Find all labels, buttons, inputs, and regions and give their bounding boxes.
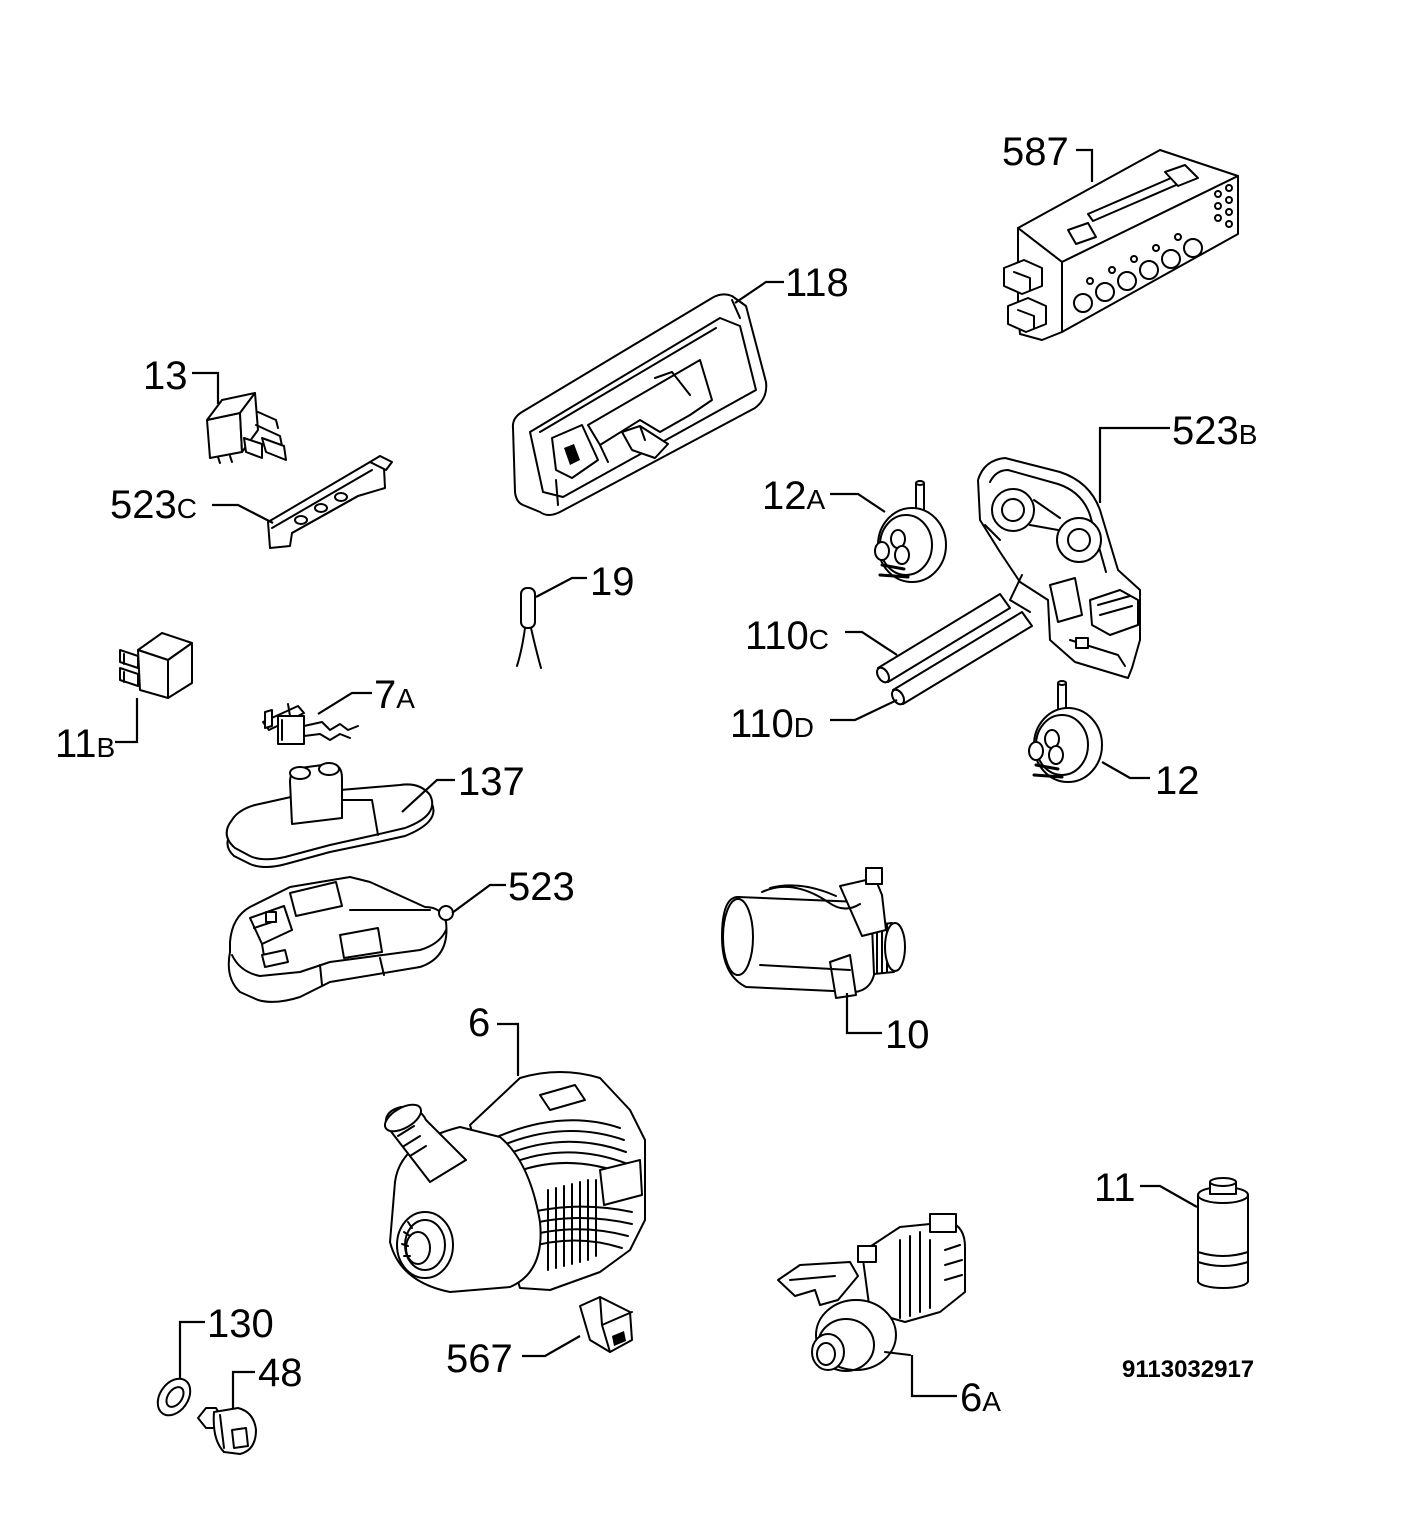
- part-523-housing: [227, 876, 454, 1003]
- leader-523C: [212, 503, 274, 524]
- callout-13: 13: [143, 354, 188, 398]
- part-523C-bracket: [267, 455, 393, 549]
- leader-6: [497, 1022, 520, 1076]
- callout-10: 10: [885, 1013, 930, 1057]
- callout-number: 12: [1155, 759, 1200, 803]
- callout-number: 11: [1094, 1166, 1136, 1210]
- callout-number: 587: [1002, 130, 1069, 174]
- part-6-circulation-pump: [383, 1071, 646, 1293]
- leader-130: [178, 1320, 205, 1378]
- leader-118: [734, 280, 784, 304]
- leader-523: [451, 883, 506, 914]
- leader-137: [401, 778, 455, 813]
- leader-523B: [1098, 426, 1170, 503]
- part-118-dispenser: [511, 293, 768, 516]
- leader-11: [1140, 1184, 1198, 1208]
- part-11B-relay: [119, 632, 193, 699]
- part-19-sensor: [516, 587, 542, 669]
- part-110C-tube: [876, 593, 1011, 684]
- callout-523: 523: [508, 865, 575, 909]
- callout-130: 130: [207, 1302, 274, 1346]
- callout-labels: 587 118 13 523C 523B 12A 19 110C 110D 12…: [55, 130, 1257, 1420]
- callout-number: 13: [143, 354, 188, 398]
- callout-suffix: A: [396, 683, 415, 714]
- callout-number: 7: [374, 673, 396, 717]
- callout-567: 567: [446, 1337, 513, 1381]
- callout-12: 12: [1155, 759, 1200, 803]
- callout-11B: 11B: [55, 722, 115, 766]
- leader-567: [522, 1335, 581, 1358]
- part-12-pressure-switch: [1028, 680, 1103, 783]
- callout-suffix: C: [177, 493, 197, 524]
- leader-13: [192, 371, 220, 404]
- leader-19: [535, 576, 587, 598]
- leader-587: [1076, 148, 1094, 182]
- callout-7A: 7A: [374, 673, 415, 717]
- part-110D-tube: [891, 611, 1033, 706]
- part-587-control-module: [1003, 149, 1239, 341]
- callout-number: 523: [508, 865, 575, 909]
- callout-137: 137: [458, 760, 525, 804]
- callout-523B: 523B: [1172, 409, 1257, 453]
- callout-19: 19: [590, 560, 635, 604]
- callout-number: 567: [446, 1337, 513, 1381]
- callout-number: 137: [458, 760, 525, 804]
- callout-48: 48: [258, 1351, 303, 1395]
- part-6A-drain-pump: [777, 1213, 966, 1372]
- leader-7A: [317, 691, 372, 715]
- callout-number: 12: [762, 474, 807, 518]
- callout-118: 118: [785, 261, 849, 305]
- callout-number: 10: [885, 1013, 930, 1057]
- callout-523C: 523C: [110, 483, 197, 527]
- callout-number: 523: [110, 483, 177, 527]
- part-48-plug: [197, 1407, 257, 1455]
- callout-suffix: D: [794, 712, 814, 743]
- leader-lines: [115, 148, 1198, 1408]
- part-7A-sensor: [262, 703, 359, 745]
- leader-11B: [115, 698, 139, 744]
- part-567-clip: [579, 1296, 633, 1353]
- callout-number: 19: [590, 560, 635, 604]
- callout-number: 6: [468, 1001, 490, 1045]
- leader-48: [231, 1370, 255, 1408]
- leader-110C: [845, 630, 898, 656]
- part-137-cover: [225, 762, 435, 868]
- callout-number: 6: [960, 1376, 982, 1420]
- leader-6A: [910, 1355, 957, 1398]
- callout-6A: 6A: [960, 1376, 1001, 1420]
- callout-110C: 110C: [745, 614, 829, 658]
- callout-number: 523: [1172, 409, 1239, 453]
- callout-suffix: B: [97, 732, 116, 763]
- part-11-capacitor: [1197, 1177, 1249, 1289]
- callout-6: 6: [468, 1001, 490, 1045]
- part-13-switch: [206, 392, 287, 464]
- part-12A-pressure-switch: [874, 480, 947, 583]
- callout-suffix: C: [809, 624, 829, 655]
- callout-suffix: B: [1239, 419, 1258, 450]
- part-130-washer: [156, 1377, 192, 1417]
- part-10-heater: [721, 867, 906, 999]
- callout-587: 587: [1002, 130, 1069, 174]
- callout-number: 48: [258, 1351, 303, 1395]
- callout-12A: 12A: [762, 474, 826, 518]
- callout-suffix: A: [807, 484, 826, 515]
- callout-number: 11: [55, 722, 97, 766]
- leader-12A: [830, 492, 886, 513]
- callout-number: 110: [745, 614, 809, 658]
- leader-10: [845, 993, 882, 1035]
- callout-11: 11: [1094, 1166, 1136, 1210]
- part-523B-holder: [977, 457, 1141, 679]
- callout-number: 118: [785, 261, 849, 305]
- callout-suffix: A: [982, 1386, 1001, 1417]
- callout-110D: 110D: [730, 702, 814, 746]
- drawing-number: 9113032917: [1122, 1356, 1254, 1383]
- leader-12: [1101, 761, 1150, 780]
- callout-number: 130: [207, 1302, 274, 1346]
- leader-110D: [830, 699, 898, 722]
- callout-number: 110: [730, 702, 794, 746]
